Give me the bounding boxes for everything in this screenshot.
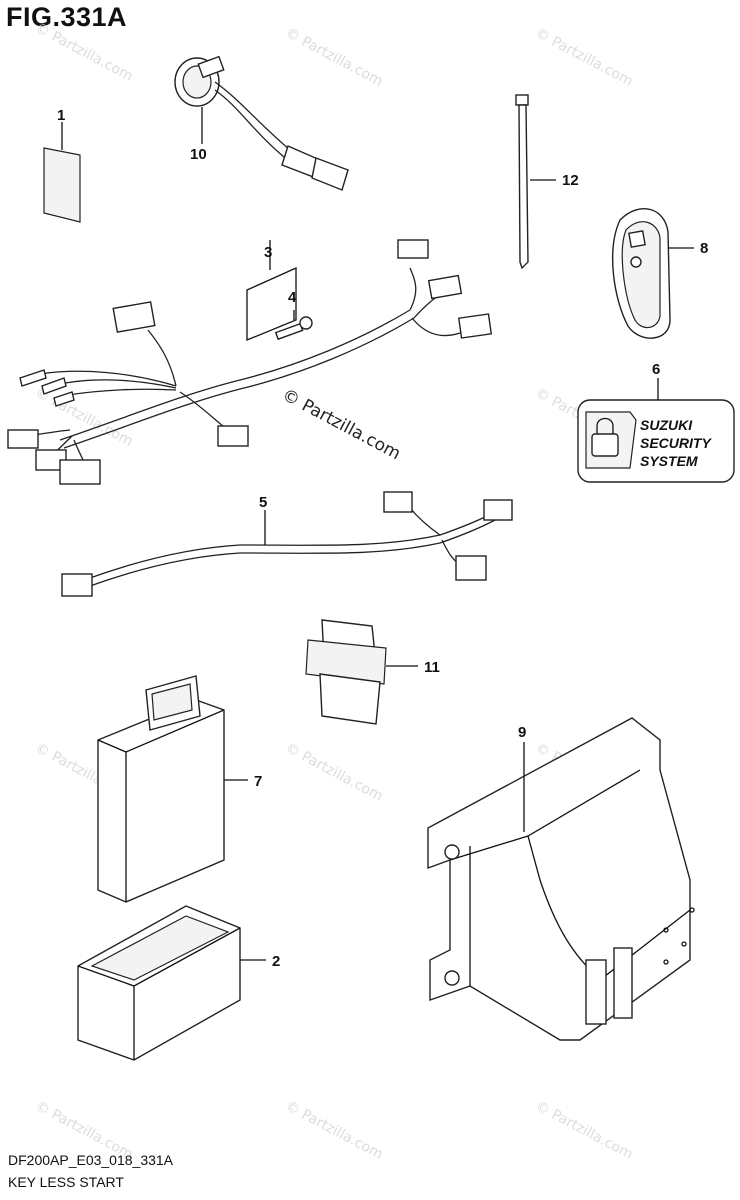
security-label-line3: SYSTEM: [640, 453, 698, 469]
callout-11: 11: [424, 659, 440, 676]
security-label-line2: SECURITY: [640, 435, 712, 451]
part-8-key-fob: 8: [611, 208, 708, 339]
part-3-main-wire-harness: 3: [7, 239, 493, 485]
callout-5: 5: [259, 494, 267, 511]
callout-1: 1: [57, 107, 65, 124]
figure-caption: KEY LESS START: [8, 1174, 124, 1190]
security-label-line1: SUZUKI: [640, 417, 693, 433]
part-5-sub-wire-harness: 5: [61, 491, 513, 597]
part-2-case: 2: [77, 905, 280, 1061]
part-11-relay: 11: [305, 619, 440, 725]
callout-7: 7: [254, 773, 262, 790]
part-6-security-label: 6 SUZUKI SECURITY SYSTEM: [577, 361, 735, 483]
part-10-buzzer-lead: 10: [174, 55, 349, 191]
part-4-bolt: 4: [274, 289, 313, 341]
part-9-bracket: 9: [427, 717, 695, 1041]
callout-12: 12: [562, 172, 579, 189]
callout-10: 10: [190, 146, 207, 163]
callout-4: 4: [288, 289, 297, 306]
callout-2: 2: [272, 953, 280, 970]
callout-6: 6: [652, 361, 660, 378]
part-12-cable-tie: 12: [515, 94, 579, 270]
part-1-label-card: 1: [43, 107, 81, 223]
callout-9: 9: [518, 724, 526, 741]
callout-3: 3: [264, 244, 272, 261]
figure-code: DF200AP_E03_018_331A: [8, 1152, 174, 1168]
figure-title: FIG.331A: [6, 2, 128, 32]
part-7-control-unit: 7: [97, 675, 262, 903]
callout-8: 8: [700, 240, 708, 257]
